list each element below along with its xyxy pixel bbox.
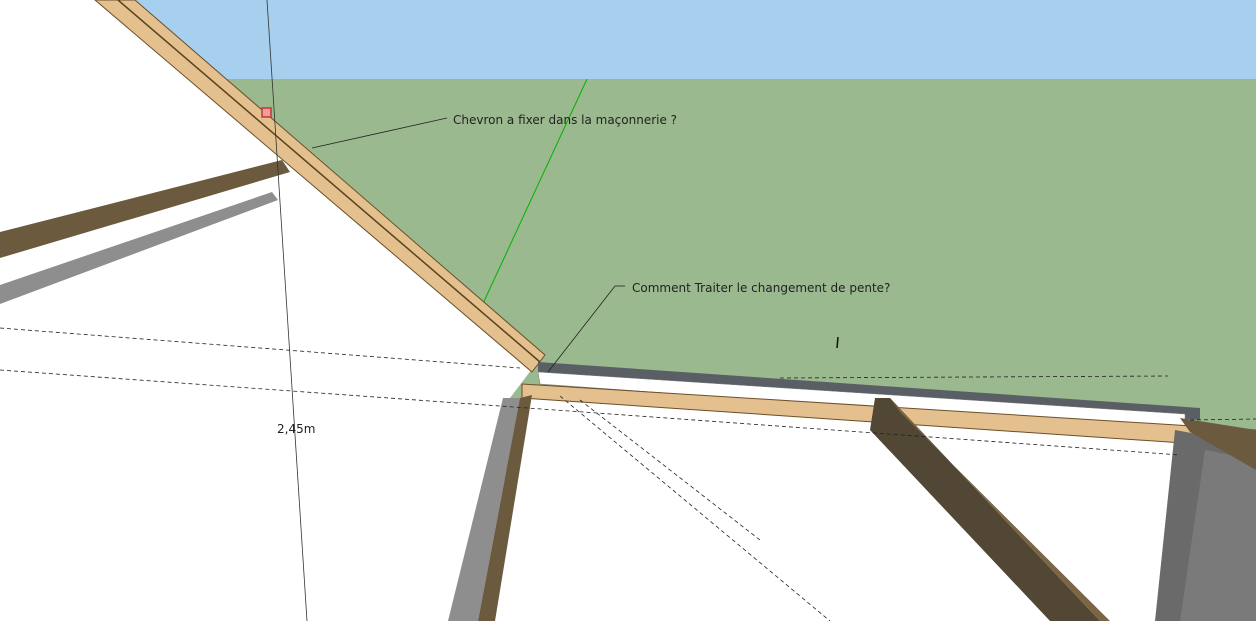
leader-line-slope-diag (547, 285, 616, 373)
vertical-post-grey[interactable] (448, 398, 520, 621)
grey-beam-left[interactable] (0, 192, 278, 304)
main-rafter[interactable] (94, 0, 546, 373)
dimension-line[interactable] (266, 0, 308, 621)
dimension-label[interactable]: 2,45m (277, 422, 316, 436)
guide-line (559, 395, 831, 621)
guide-line (579, 399, 761, 541)
endpoint-marker[interactable] (261, 107, 272, 118)
guide-line (779, 375, 1169, 379)
guide-line (0, 327, 521, 369)
green-axis (479, 78, 588, 311)
annotation-rafter[interactable]: Chevron a fixer dans la maçonnerie ? (453, 113, 678, 127)
rafter-edge (117, 0, 541, 363)
right-grey-block-face (1180, 450, 1256, 621)
vertical-post-dark[interactable] (478, 395, 532, 621)
gable-wall[interactable] (0, 0, 535, 621)
leader-line-rafter (311, 117, 448, 149)
text-cursor (836, 336, 839, 349)
guide-line (0, 369, 1181, 456)
diagonal-dark-beam[interactable] (870, 398, 1100, 621)
annotation-slope-change[interactable]: Comment Traiter le changement de pente? (632, 281, 891, 295)
dark-beam-left[interactable] (0, 160, 290, 258)
right-dark-beam[interactable] (1180, 418, 1256, 470)
